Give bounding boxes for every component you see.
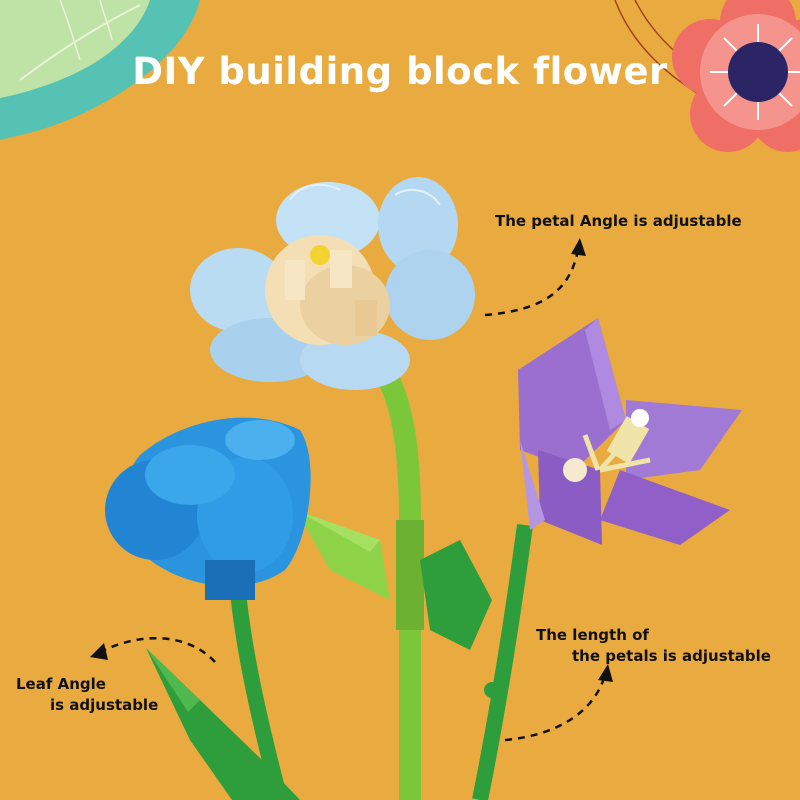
leaves bbox=[146, 510, 492, 800]
light-blue-flower bbox=[190, 177, 475, 390]
blue-tulip bbox=[105, 417, 311, 600]
decor-corner-flower bbox=[614, 0, 800, 152]
callout-petal-length-line1: The length of bbox=[536, 626, 649, 644]
callout-petal-angle: The petal Angle is adjustable bbox=[495, 211, 742, 232]
arrow-heads bbox=[90, 238, 613, 682]
callout-leaf-angle-line1: Leaf Angle bbox=[16, 675, 106, 693]
callout-leaf-angle-line2: is adjustable bbox=[50, 696, 159, 714]
arrow-petal-length bbox=[504, 674, 607, 742]
decor-leaves bbox=[0, 0, 200, 140]
callout-arrows bbox=[99, 249, 607, 742]
arrow-leaf-angle bbox=[99, 636, 216, 663]
callout-petal-length-line2: the petals is adjustable bbox=[572, 647, 771, 665]
arrowhead-leaf bbox=[90, 643, 108, 660]
callout-leaf-angle: Leaf Angle is adjustable bbox=[16, 674, 158, 716]
arrow-petal-angle bbox=[484, 249, 580, 317]
arrowhead-petal bbox=[571, 238, 586, 256]
callout-petal-angle-text: The petal Angle is adjustable bbox=[495, 212, 742, 230]
page-title: DIY building block flower bbox=[132, 50, 668, 93]
arrowhead-length bbox=[598, 664, 613, 682]
callout-petal-length: The length of the petals is adjustable bbox=[536, 625, 771, 667]
purple-flower bbox=[518, 318, 742, 545]
